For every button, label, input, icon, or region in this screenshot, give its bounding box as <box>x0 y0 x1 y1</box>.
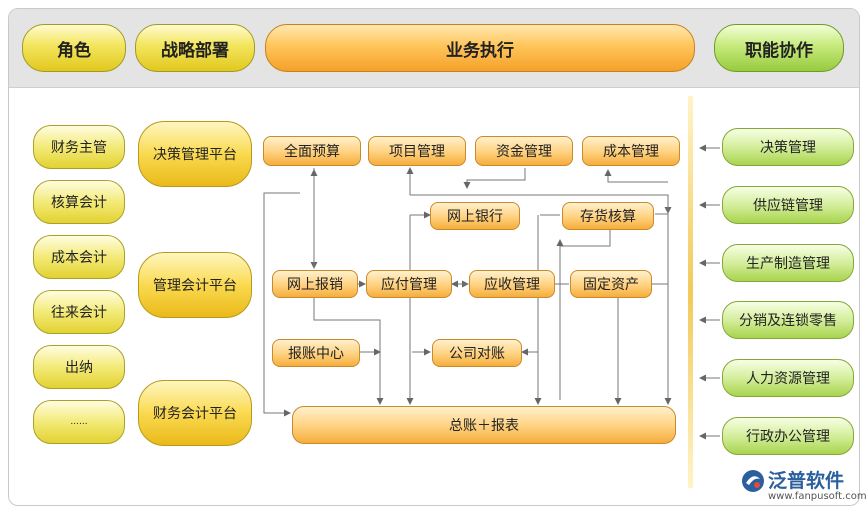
role-cashier: 出纳 <box>33 345 125 389</box>
platform-label: 财务会计平台 <box>153 406 237 422</box>
divider-bar <box>688 96 693 488</box>
role-accounting-clerk: 核算会计 <box>33 180 125 224</box>
module-receivable: 应收管理 <box>469 270 555 298</box>
function-label: 生产制造管理 <box>746 256 830 272</box>
module-label: 项目管理 <box>389 144 445 160</box>
brand-url: www.fanpusoft.com <box>768 491 867 502</box>
module-label: 报账中心 <box>288 346 344 362</box>
module-expense-center: 报账中心 <box>272 339 360 367</box>
platform-financial-accounting: 财务会计平台 <box>138 380 252 446</box>
module-label: 全面预算 <box>284 144 340 160</box>
role-label: 出纳 <box>65 360 93 376</box>
module-label: 网上报销 <box>287 277 343 293</box>
platform-management-accounting: 管理会计平台 <box>138 252 252 318</box>
brand-logo: 泛普软件 www.fanpusoft.com <box>740 468 867 508</box>
platform-label: 管理会计平台 <box>153 278 237 294</box>
platform-decision: 决策管理平台 <box>138 121 252 187</box>
header-strategy: 战略部署 <box>135 24 255 72</box>
module-budget: 全面预算 <box>263 136 361 166</box>
role-finance-director: 财务主管 <box>33 125 125 169</box>
role-cost-accountant: 成本会计 <box>33 235 125 279</box>
module-reconciliation: 公司对账 <box>432 339 522 367</box>
module-label: 成本管理 <box>603 144 659 160</box>
function-label: 行政办公管理 <box>746 429 830 445</box>
role-label: 核算会计 <box>51 195 107 211</box>
module-ledger: 总账＋报表 <box>292 406 676 444</box>
header-execution-label: 业务执行 <box>446 40 514 61</box>
header-strategy-label: 战略部署 <box>161 40 229 61</box>
platform-label: 决策管理平台 <box>153 147 237 163</box>
module-payable: 应付管理 <box>366 270 452 298</box>
header-role-label: 角色 <box>57 40 91 61</box>
module-label: 应付管理 <box>381 277 437 293</box>
role-label: 往来会计 <box>51 305 107 321</box>
function-admin-office: 行政办公管理 <box>722 417 854 455</box>
module-online-bank: 网上银行 <box>430 202 520 230</box>
role-more: ...... <box>33 400 125 444</box>
role-label: 财务主管 <box>51 140 107 156</box>
module-label: 资金管理 <box>496 144 552 160</box>
module-label: 网上银行 <box>447 209 503 225</box>
module-project: 项目管理 <box>368 136 466 166</box>
function-label: 分销及连锁零售 <box>739 313 837 329</box>
header-execution: 业务执行 <box>265 24 695 72</box>
module-online-expense: 网上报销 <box>272 270 358 298</box>
brand-mark-icon <box>742 470 764 492</box>
function-manufacturing: 生产制造管理 <box>722 244 854 282</box>
function-hr: 人力资源管理 <box>722 359 854 397</box>
role-label: 成本会计 <box>51 250 107 266</box>
module-cost: 成本管理 <box>582 136 680 166</box>
function-label: 供应链管理 <box>753 198 823 214</box>
function-supply-chain: 供应链管理 <box>722 186 854 224</box>
module-fund: 资金管理 <box>475 136 573 166</box>
module-label: 存货核算 <box>580 209 636 225</box>
role-label: ...... <box>70 417 88 427</box>
module-label: 固定资产 <box>583 277 639 293</box>
module-inventory: 存货核算 <box>562 202 654 230</box>
function-label: 人力资源管理 <box>746 371 830 387</box>
module-label: 公司对账 <box>449 346 505 362</box>
header-collab: 职能协作 <box>714 24 844 72</box>
function-label: 决策管理 <box>760 140 816 156</box>
module-label: 应收管理 <box>484 277 540 293</box>
brand-name: 泛普软件 <box>768 470 845 492</box>
module-fixed-assets: 固定资产 <box>570 270 652 298</box>
function-decision: 决策管理 <box>722 128 854 166</box>
header-collab-label: 职能协作 <box>745 40 813 61</box>
module-label: 总账＋报表 <box>449 418 519 434</box>
role-ar-ap-accountant: 往来会计 <box>33 290 125 334</box>
function-distribution: 分销及连锁零售 <box>722 301 854 339</box>
header-role: 角色 <box>22 24 126 72</box>
